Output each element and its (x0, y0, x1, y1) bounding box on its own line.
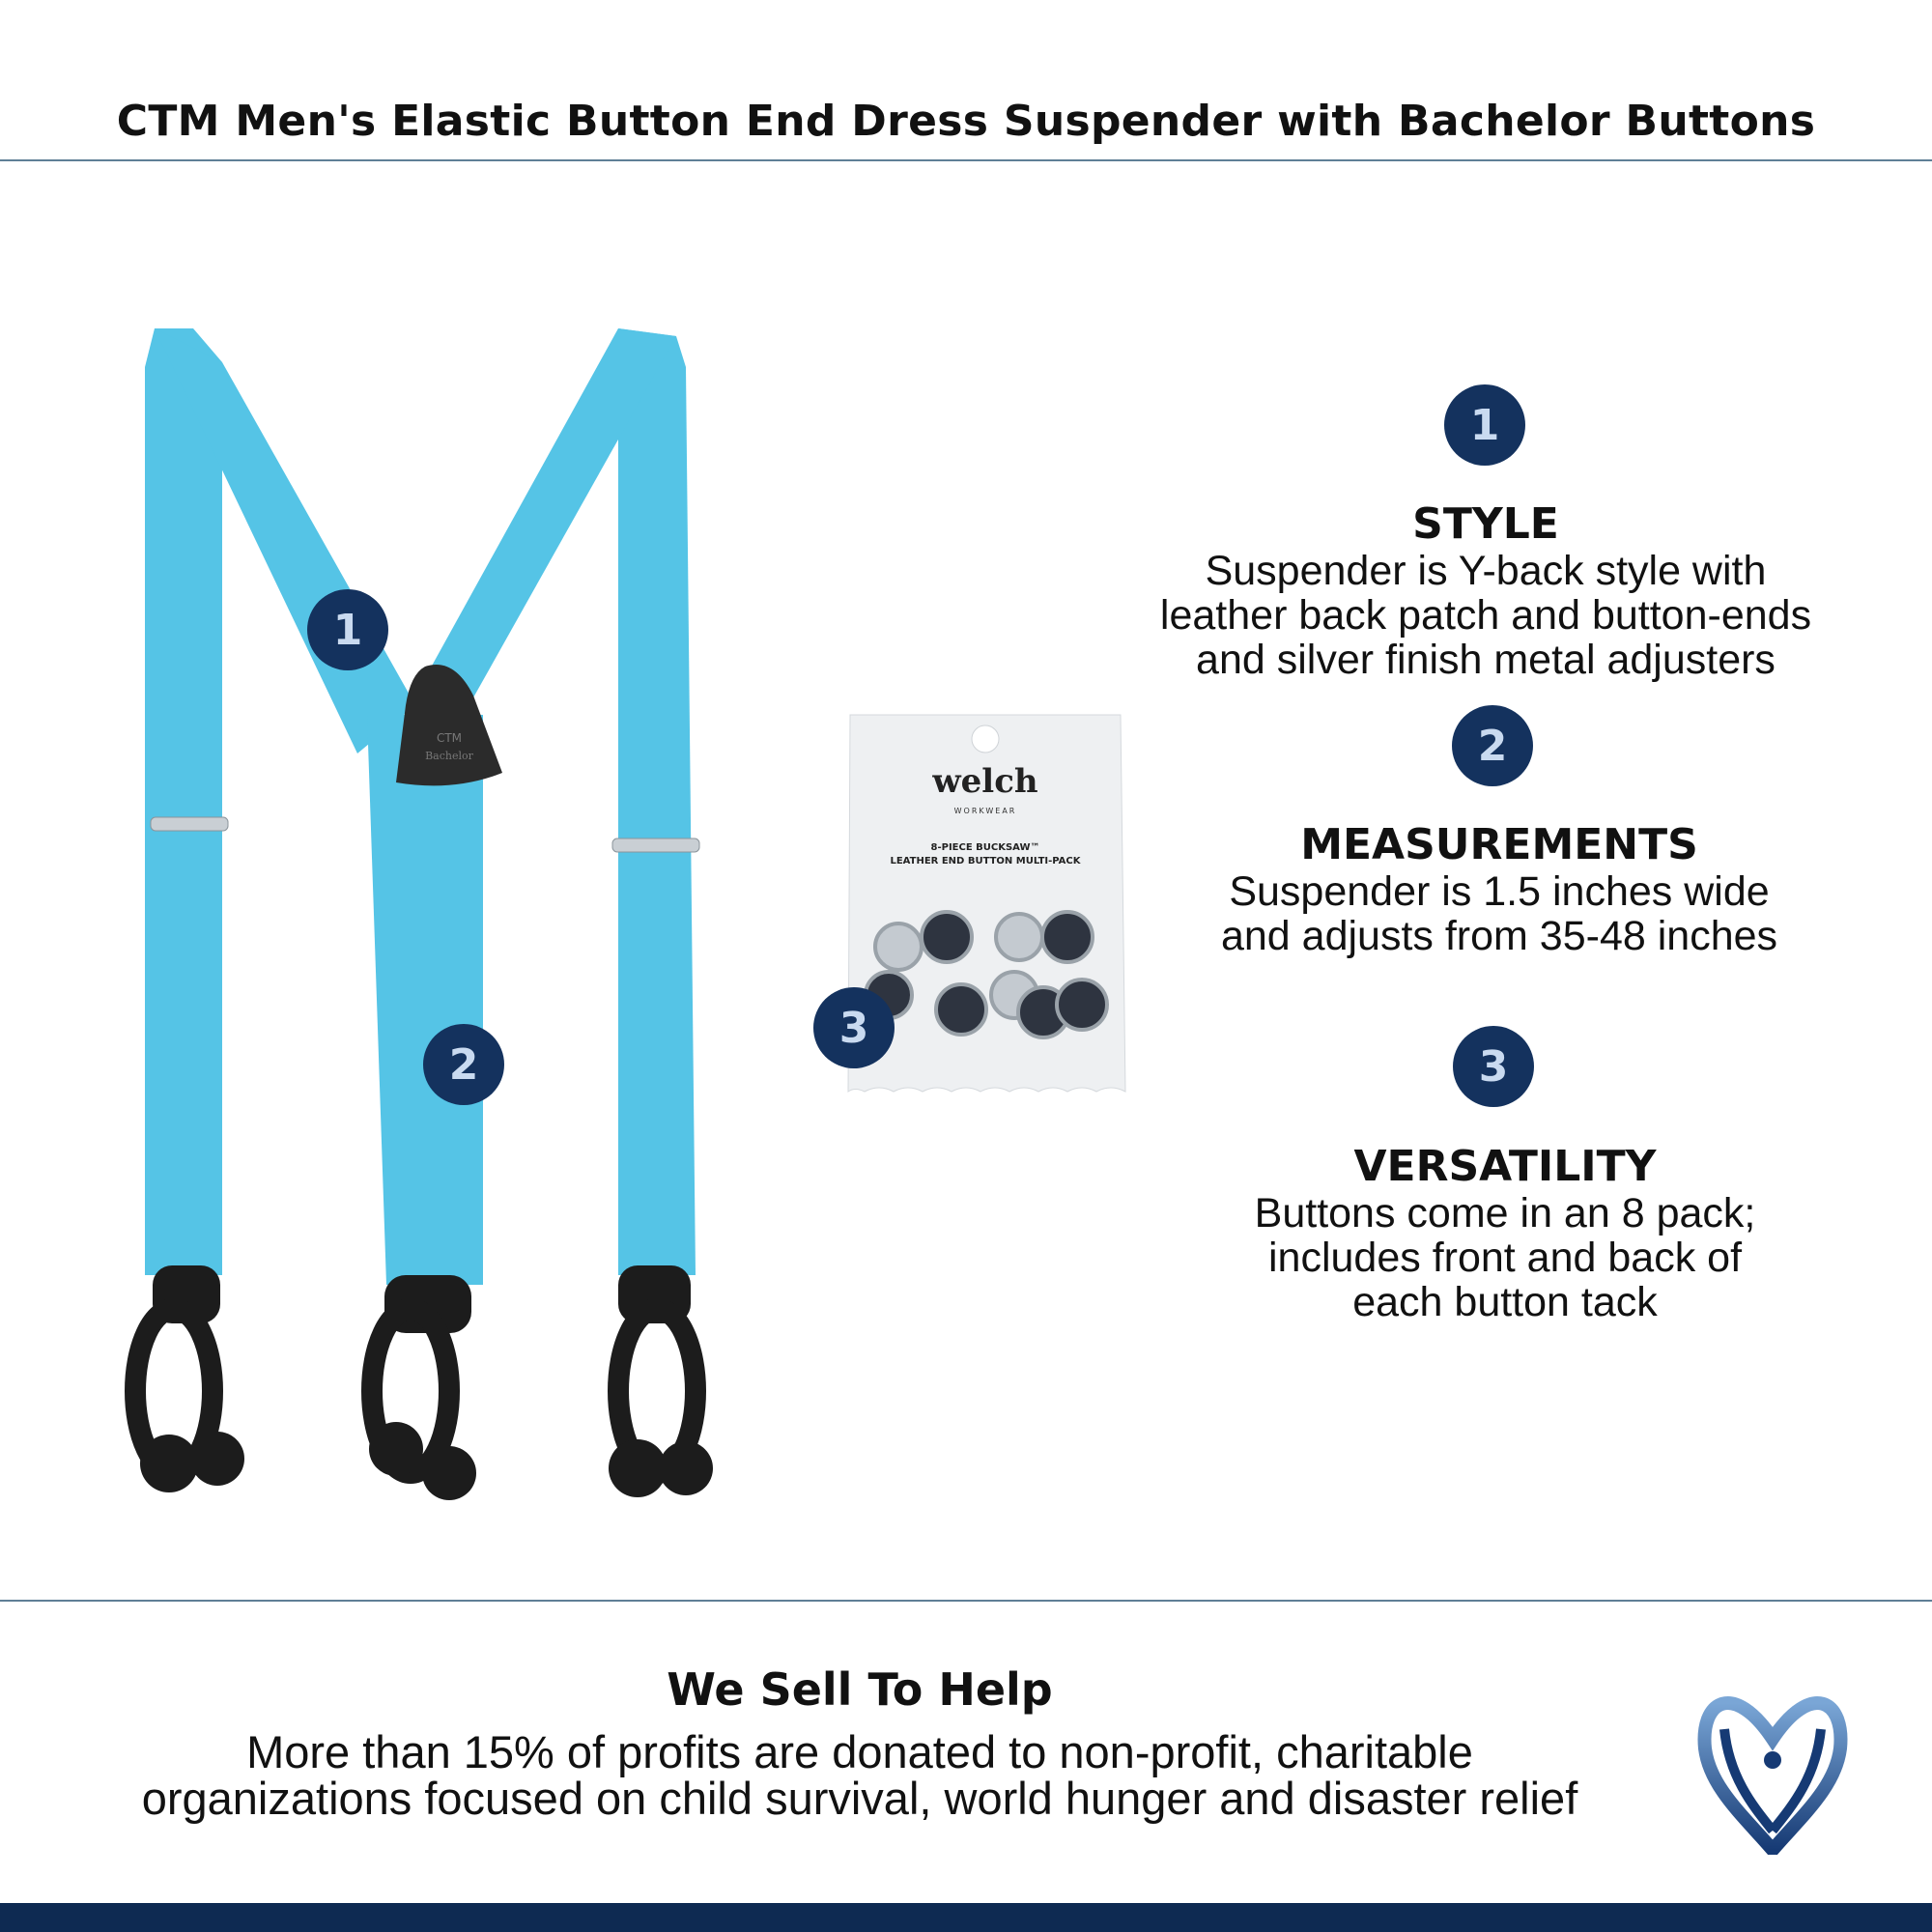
pack-label-2: LEATHER END BUTTON MULTI-PACK (890, 856, 1081, 867)
footer-heading: We Sell To Help (667, 1663, 1053, 1716)
footer-divider (0, 1600, 1932, 1602)
feature-number-badge: 3 (1453, 1026, 1534, 1107)
suspender-product-image: CTM Bachelor (125, 328, 713, 1500)
feature-style: STYLE Suspender is Y-back style with lea… (1119, 499, 1853, 683)
overlay-badge-1: 1 (307, 589, 388, 670)
footer-body: More than 15% of profits are donated to … (141, 1726, 1578, 1824)
feature-body: Suspender is 1.5 inches wide and adjusts… (1220, 868, 1778, 959)
feature-heading: MEASUREMENTS (1300, 820, 1698, 869)
patch-text: CTM (437, 731, 462, 745)
patch-text-2: Bachelor (425, 750, 474, 762)
title-divider (0, 159, 1932, 161)
feature-heading: STYLE (1412, 499, 1559, 549)
pack-brand: welch (931, 762, 1037, 801)
feature-number-badge: 1 (1444, 384, 1525, 466)
feature-body: Buttons come in an 8 pack; includes fron… (1254, 1190, 1756, 1325)
feature-measurements: MEASUREMENTS Suspender is 1.5 inches wid… (1132, 820, 1866, 959)
overlay-badge-3: 3 (813, 987, 895, 1068)
feature-body: Suspender is Y-back style with leather b… (1159, 548, 1812, 683)
overlay-badge-2: 2 (423, 1024, 504, 1105)
pack-sub-brand: WORKWEAR (954, 807, 1017, 815)
charity-wings-logo (1697, 1696, 1848, 1855)
page-title: CTM Men's Elastic Button End Dress Suspe… (116, 97, 1816, 146)
footer-bar (0, 1903, 1932, 1932)
feature-heading: VERSATILITY (1353, 1142, 1657, 1191)
feature-versatility: VERSATILITY Buttons come in an 8 pack; i… (1138, 1142, 1872, 1325)
feature-number-badge: 2 (1452, 705, 1533, 786)
button-pack-image: welch WORKWEAR 8-PIECE BUCKSAW™ LEATHER … (847, 714, 1126, 1093)
pack-label-1: 8-PIECE BUCKSAW™ (931, 842, 1040, 853)
